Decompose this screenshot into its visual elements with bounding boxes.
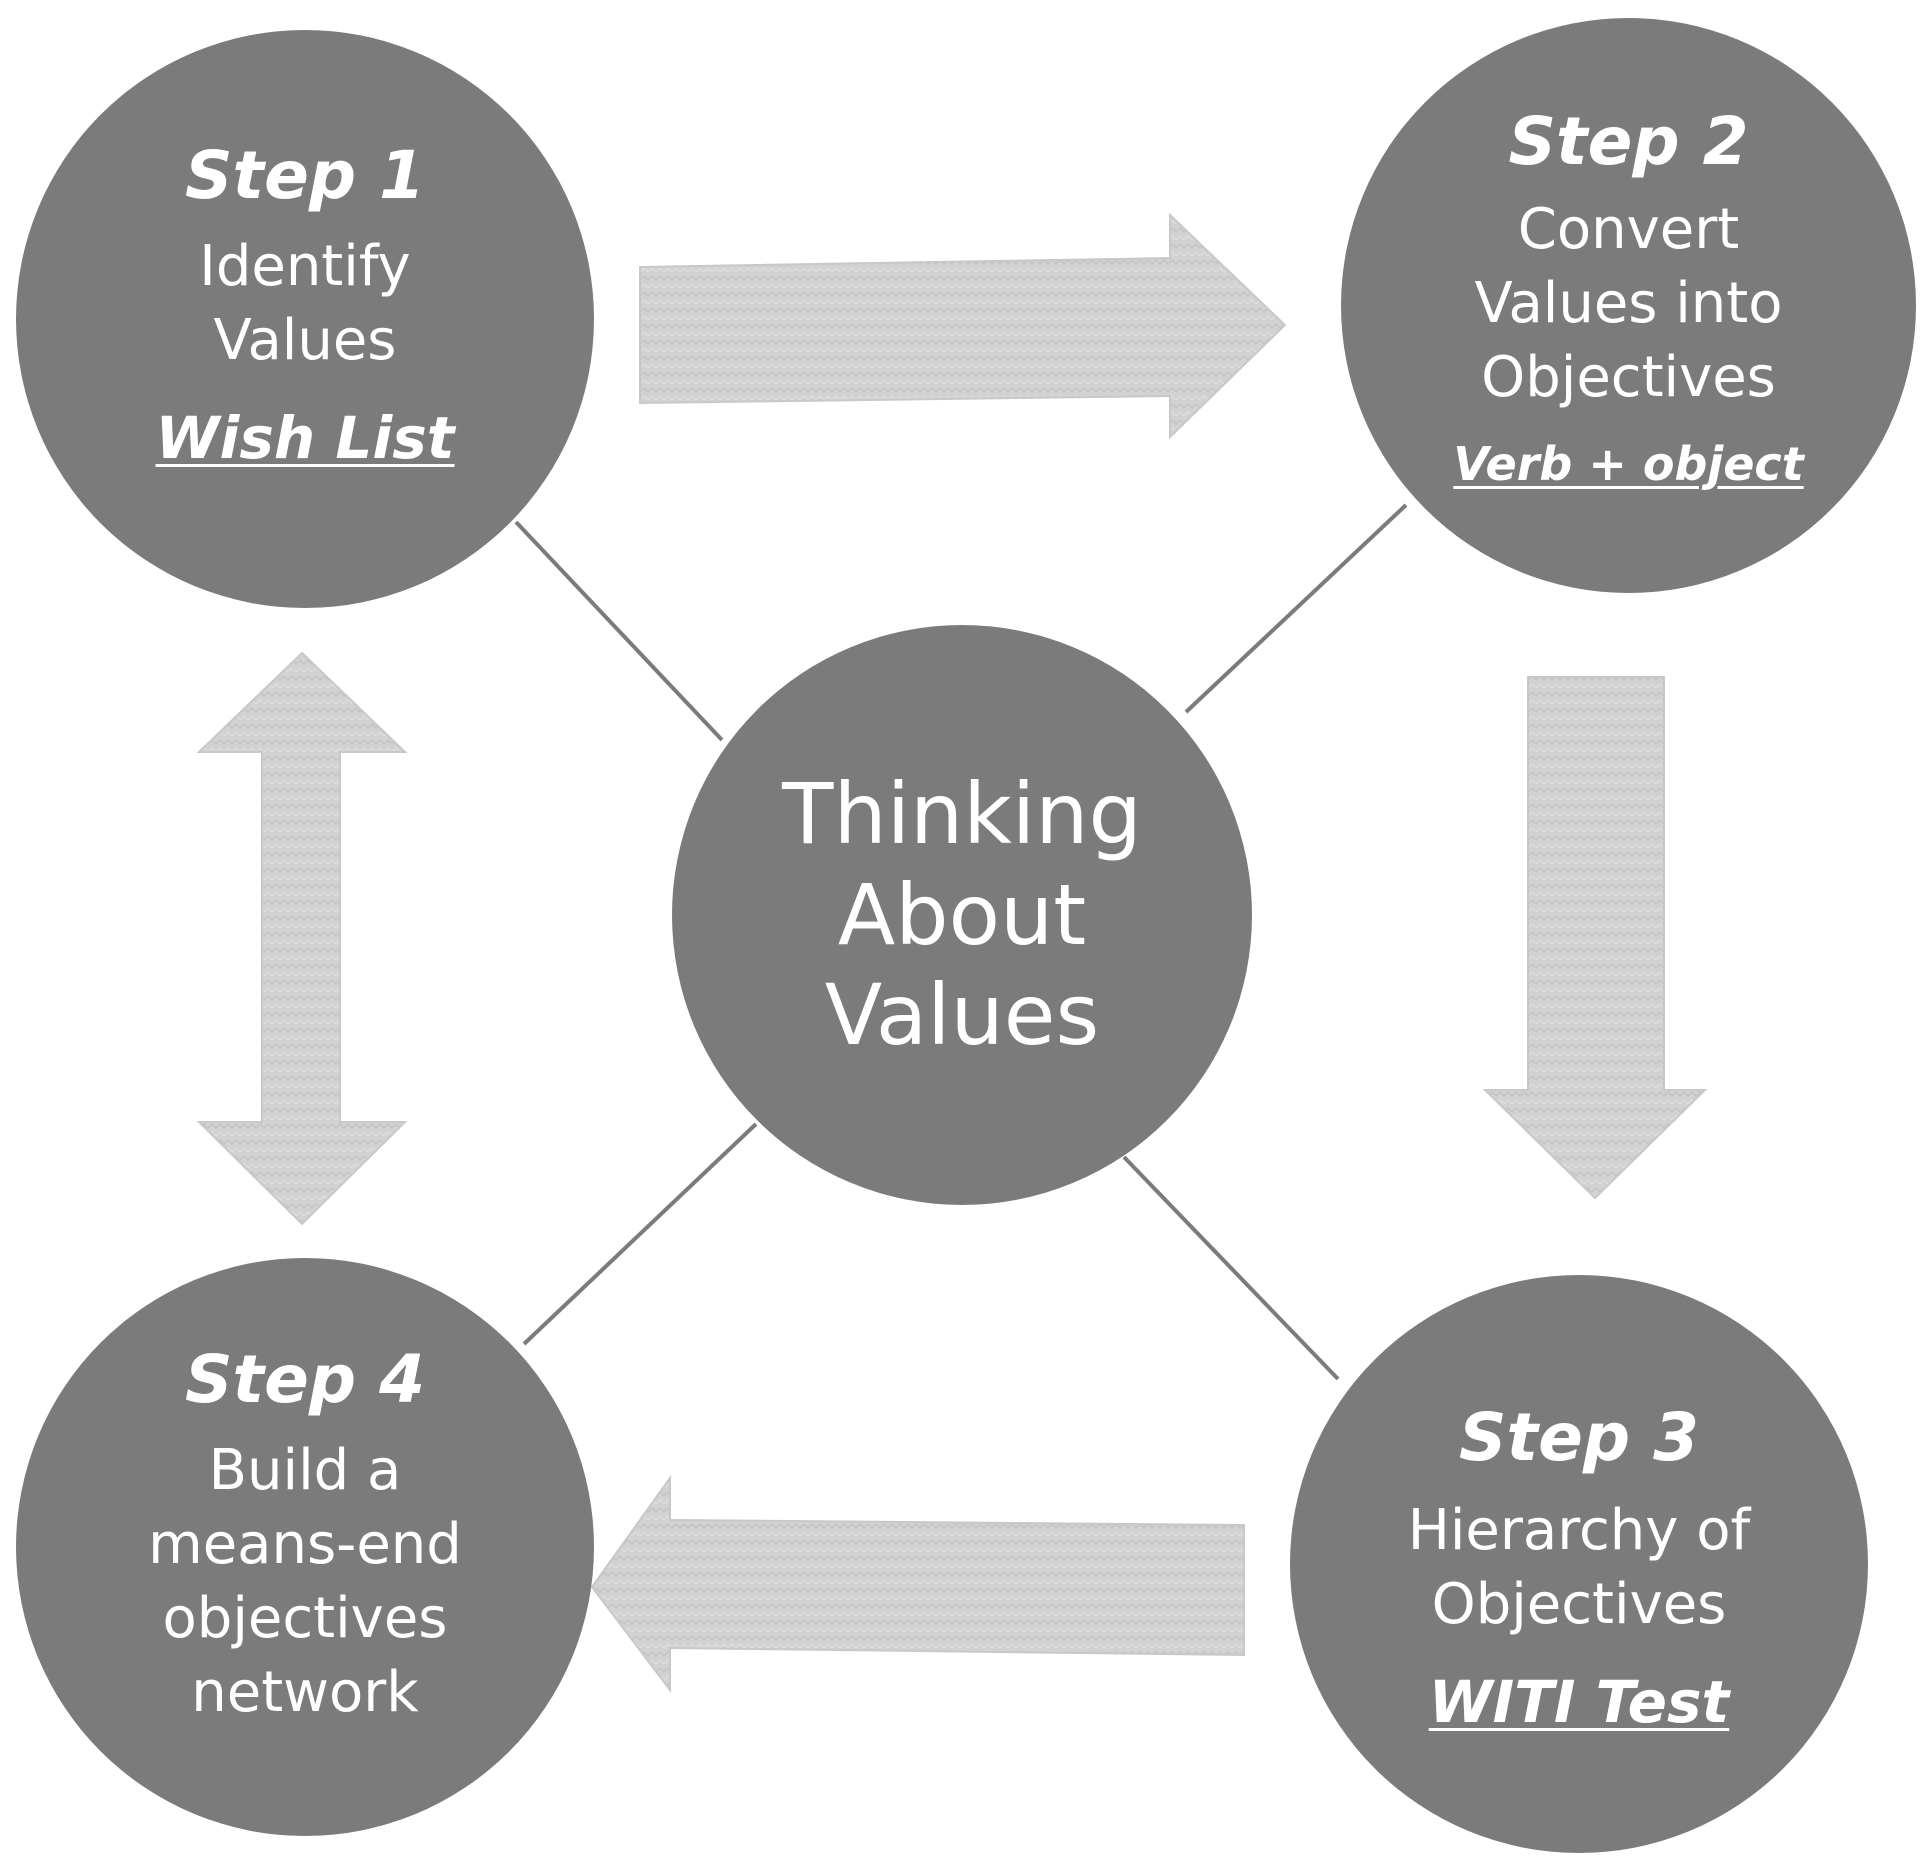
step-1-circle: Step 1 Identify Values Wish List [16, 30, 594, 608]
step-2-description: Convert Values into Objectives [1474, 196, 1783, 410]
step-3-description: Hierarchy of Objectives [1407, 1498, 1751, 1638]
step-2-title: Step 2 [1508, 103, 1749, 181]
connector-step-4 [522, 1122, 758, 1346]
center-title: Thinking About Values [782, 764, 1142, 1065]
step-1-title: Step 1 [185, 136, 425, 214]
arrow-step2-to-step3 [1482, 676, 1708, 1200]
step-3-title: Step 3 [1459, 1398, 1699, 1476]
step-2-note: Verb + object [1453, 436, 1804, 491]
step-4-circle: Step 4 Build a means-end objectives netw… [16, 1258, 594, 1836]
step-2-circle: Step 2 Convert Values into Objectives Ve… [1341, 18, 1916, 593]
connector-step-3 [1122, 1155, 1340, 1381]
arrow-step3-to-step4 [590, 1474, 1245, 1693]
center-circle: Thinking About Values [672, 625, 1252, 1205]
step-4-description: Build a means-end objectives network [148, 1438, 462, 1726]
arrow-step1-to-step2 [639, 212, 1287, 440]
connector-step-1 [514, 520, 724, 742]
connector-step-2 [1184, 503, 1408, 714]
step-3-circle: Step 3 Hierarchy of Objectives WITI Test [1290, 1275, 1868, 1853]
arrow-step4-step1-bidirectional [196, 651, 408, 1226]
step-4-title: Step 4 [185, 1340, 425, 1418]
step-1-description: Identify Values [199, 234, 411, 374]
step-1-note: Wish List [155, 404, 455, 473]
step-3-note: WITI Test [1428, 1668, 1730, 1737]
